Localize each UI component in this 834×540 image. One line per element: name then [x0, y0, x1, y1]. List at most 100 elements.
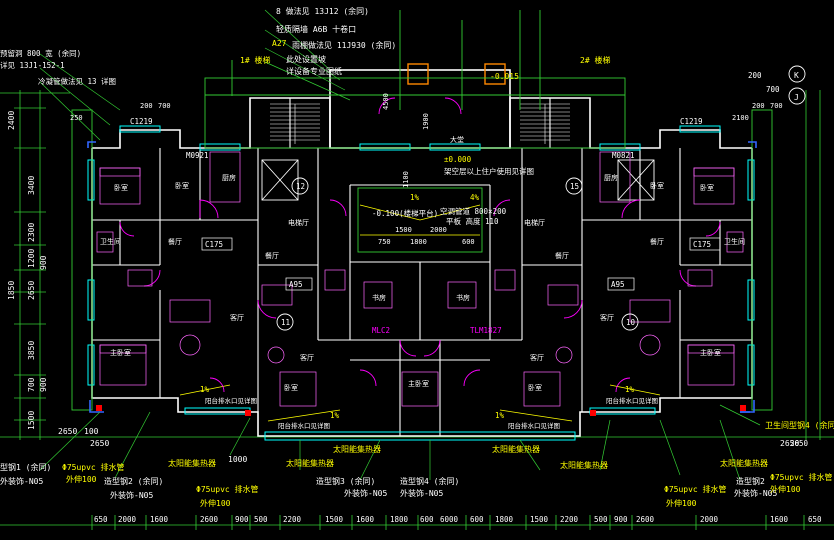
bottom-panel-right: 太阳能集热器: [720, 458, 768, 468]
axis-bubbles: [276, 65, 806, 331]
top-dim-9: 700: [770, 102, 783, 110]
bdim-21: 650: [808, 515, 822, 524]
bdim-17: 900: [614, 515, 628, 524]
right-dim-0: 200: [748, 71, 762, 80]
room-living-l: 客厅: [230, 313, 244, 322]
bottom-dim1-9: 2650: [780, 439, 799, 448]
left-dim-ticks: [14, 107, 46, 421]
bdim-13: 1800: [495, 515, 514, 524]
elevator-left: [261, 159, 299, 201]
tag-area-left-2: A95: [289, 280, 303, 289]
tag-slope-4: 1%: [625, 385, 635, 394]
top-dim-5: 4500: [382, 93, 390, 110]
tag-slope-2: 1%: [495, 411, 505, 420]
balcony-note-c2: 阳台排水口见详图: [508, 421, 560, 430]
bottom-panel-e: 太阳能集热器: [560, 460, 608, 470]
bdim-18: 2600: [636, 515, 655, 524]
bottom-panel-c: 太阳能集热器: [333, 444, 381, 454]
top-dim-15: 1800: [410, 238, 427, 246]
bdim-4: 900: [235, 515, 249, 524]
top-dim-7: 1100: [402, 171, 410, 188]
top-dim-12: 2000: [430, 226, 447, 234]
bdim-6: 2200: [283, 515, 302, 524]
bdim-20: 1600: [770, 515, 789, 524]
inner-walls: [92, 98, 752, 436]
left-dim-7: 3850: [27, 341, 36, 360]
stair-label-right: 2# 楼梯: [580, 55, 610, 65]
room-dining-l2: 餐厅: [265, 251, 279, 260]
room-living-r2: 客厅: [530, 353, 544, 362]
left-dim-4: 900: [39, 255, 48, 270]
left-dim-5: 2650: [27, 281, 36, 300]
room-master-r: 主卧室: [700, 348, 721, 357]
center-note-2: 架空层以上住户使用见详图: [444, 166, 534, 176]
top-dim-0: 200: [140, 102, 153, 110]
top-dim-3: 250: [70, 114, 83, 122]
yellow-slopes: [179, 204, 661, 422]
note-left-2: 详见 13J1-152-1: [0, 60, 65, 70]
note-top-4: 雨棚做法见 11J930 (余同): [292, 40, 396, 50]
room-bath-r: 卫生间: [724, 237, 745, 246]
room-master-l: 主卧室: [110, 348, 131, 357]
center-note-1: ±0.000: [444, 155, 472, 164]
stair-right: [520, 103, 570, 144]
bdim-11: 6000: [440, 515, 459, 524]
tag-m1: M0921: [186, 151, 209, 160]
bdim-5: 500: [254, 515, 268, 524]
bottom-ref-mid-b: 外装饰-N05: [400, 488, 443, 498]
room-living-l2: 客厅: [300, 353, 314, 362]
bottom-dim1-1: 100: [84, 427, 99, 436]
balcony-note-c1: 阳台排水口见详图: [278, 421, 330, 430]
room-bedroom-r2: 卧室: [650, 181, 664, 190]
top-dim-8: 200: [752, 102, 765, 110]
bottom-ref-left: 造型钢2 (余同): [104, 476, 163, 486]
room-bath-l: 卫生间: [100, 237, 121, 246]
bdim-1: 2000: [118, 515, 137, 524]
room-bedroom-r1: 卧室: [700, 183, 714, 192]
bdim-0: 650: [94, 515, 108, 524]
red-accents: [96, 405, 746, 416]
tag-axis-11: 11: [281, 318, 290, 327]
windows: [87, 125, 755, 441]
right-dim-1: 700: [766, 85, 780, 94]
center-note-5: 平板 高度 110: [446, 216, 499, 226]
room-dining-l: 餐厅: [168, 237, 182, 246]
bdim-19: 2000: [700, 515, 719, 524]
bottom-right-pipe: Φ75upvc 排水管: [770, 472, 833, 482]
bottom-right-b: 外伸100: [770, 484, 801, 494]
room-dining-r2: 餐厅: [555, 251, 569, 260]
tag-mlc: MLC2: [372, 326, 390, 335]
bottom-dim1-0b: 2650: [90, 439, 109, 448]
bottom-ref-left-b: 外装饰-N05: [110, 490, 153, 500]
bottom-ref-right: 造型钢2: [736, 476, 765, 486]
note-top-2: 轻质隔墙 A6B 十卷口: [276, 24, 356, 34]
room-master-c: 主卧室: [408, 379, 429, 388]
blue-corners: [87, 141, 757, 413]
tag-area-right-1: C175: [693, 240, 711, 249]
note-top-3: A27: [272, 39, 287, 48]
bottom-dim1-2: 1000: [228, 455, 247, 464]
top-dim-11: 1500: [395, 226, 412, 234]
stair-marker-boxes: [407, 63, 506, 85]
center-note-6: 1%: [410, 193, 420, 202]
note-left-3: 冷凝管做法见 13 详图: [38, 76, 116, 86]
bdim-14: 1500: [530, 515, 549, 524]
furniture: [96, 151, 744, 407]
center-note-4: 空调管道 800×200: [440, 206, 507, 216]
bdim-12: 600: [470, 515, 484, 524]
doors: [119, 97, 721, 393]
note-top-5: 此处设置坡: [286, 54, 326, 64]
bdim-16: 500: [594, 515, 608, 524]
tag-area-right-2: A95: [611, 280, 625, 289]
room-kitchen-r: 厨房: [604, 173, 618, 182]
axis-k: K: [794, 71, 799, 80]
axis-j: J: [794, 93, 799, 102]
left-dim-3: 1200: [27, 249, 36, 268]
room-hall-r: 电梯厅: [524, 218, 545, 227]
bottom-panel-left: 太阳能集热器: [168, 458, 216, 468]
note-top-6: 详设备专业图纸: [286, 66, 342, 76]
top-dim-14: 750: [378, 238, 391, 246]
room-bedroom-l2: 卧室: [175, 181, 189, 190]
bottom-ref-c: 造型钢3 (余同): [316, 476, 375, 486]
bottom-dims-row2: 650 2000 1600 2600 900 500 2200 1500 160…: [94, 515, 822, 524]
